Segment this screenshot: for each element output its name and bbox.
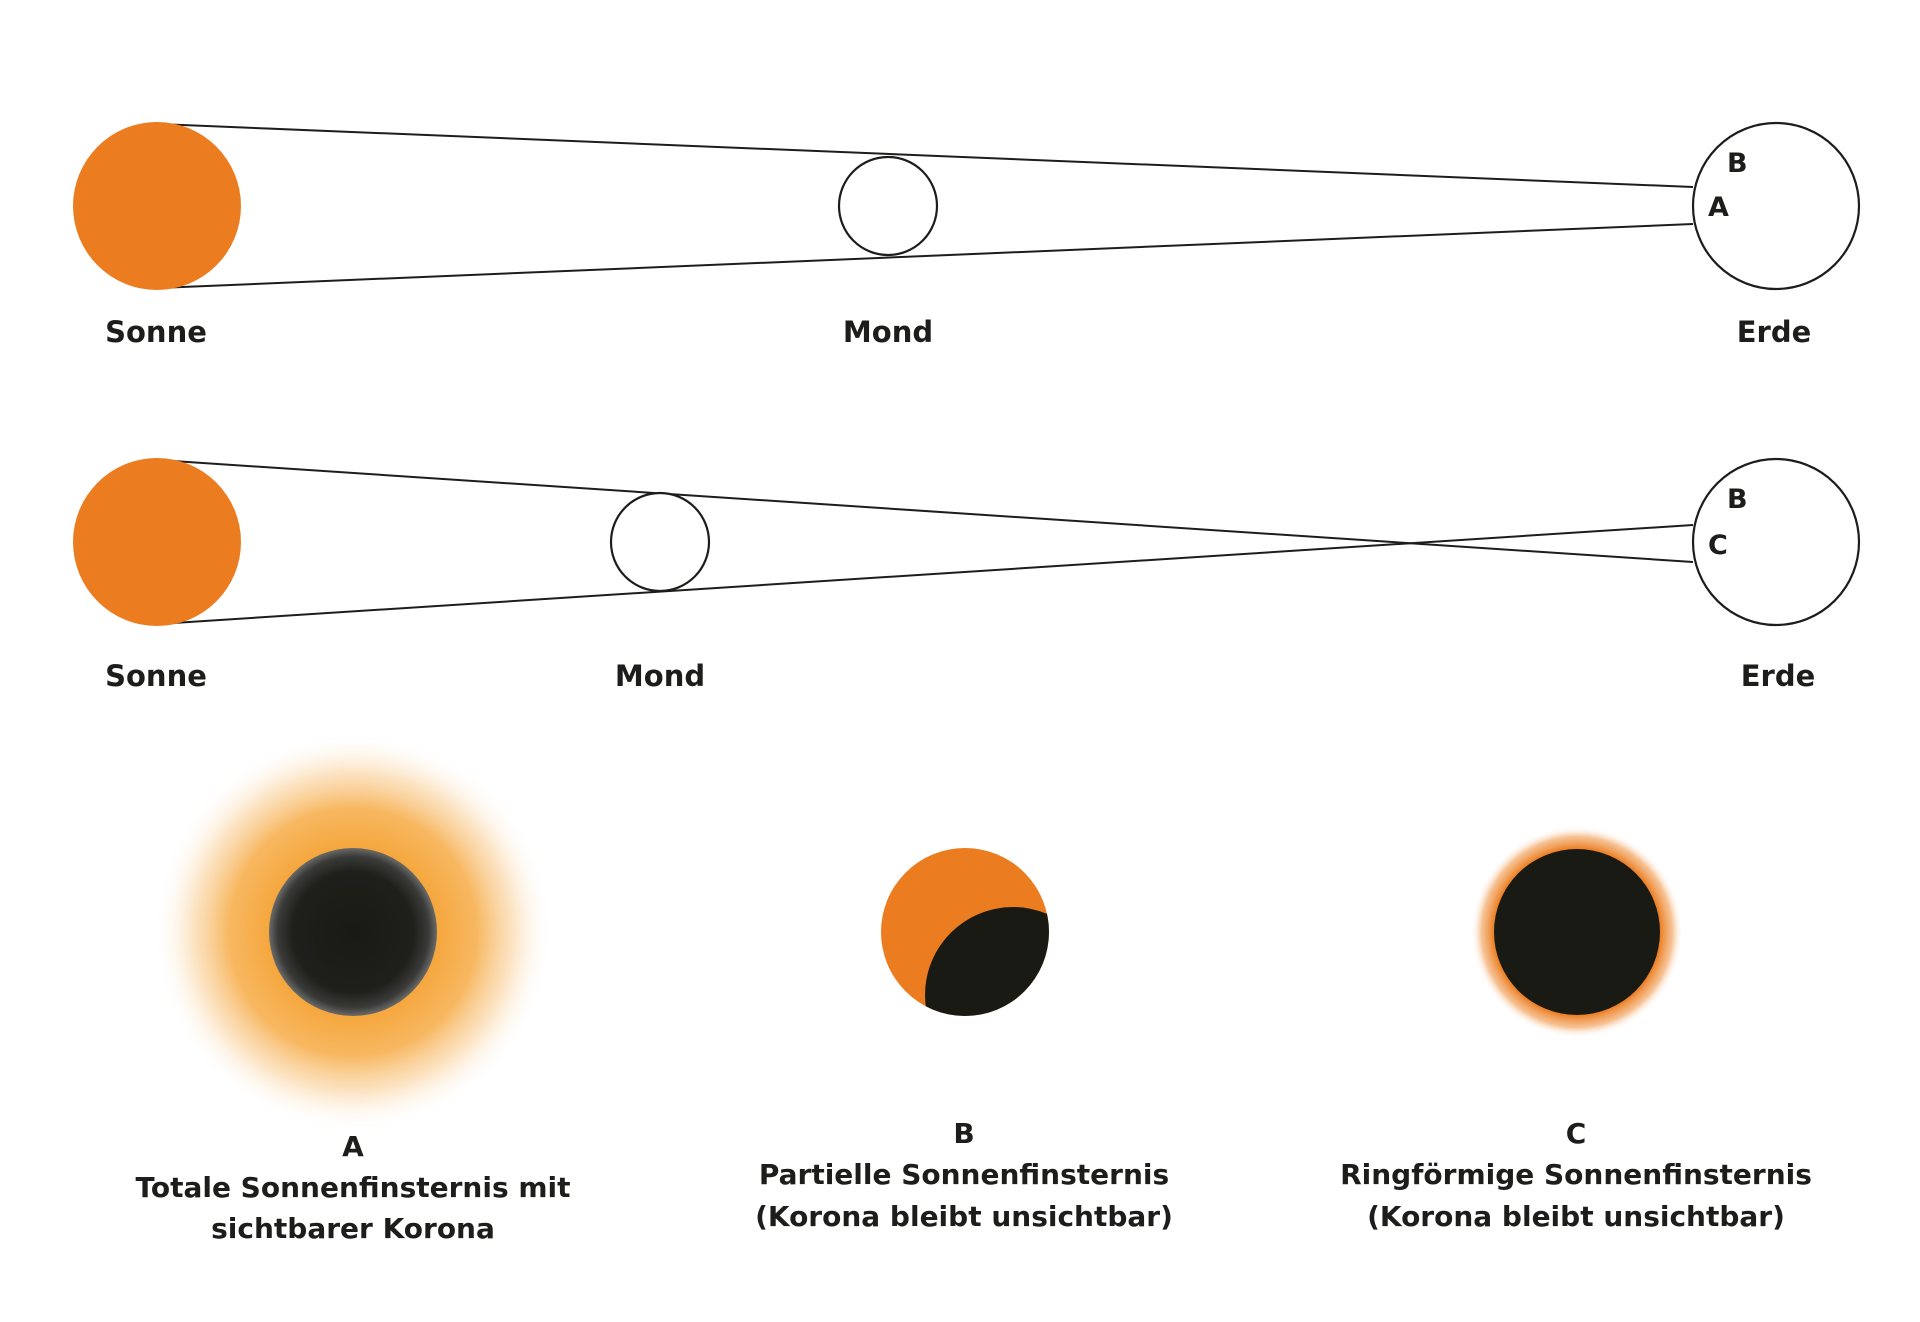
middle-row-geometry: B C Sonne Mond Erde [73,457,1861,693]
partial-moon-disc [925,907,1049,1016]
top-lower-ray [157,223,1694,289]
top-sun-label: Sonne [105,315,207,349]
total-moon-disc [269,848,437,1016]
top-earth [1691,121,1861,291]
eclipse-a-caption-line2: sichtbarer Korona [211,1212,495,1245]
middle-moon [609,491,711,593]
eclipse-a-letter: A [342,1130,364,1163]
middle-point-lower: C [1708,530,1728,561]
eclipse-b-caption-line2: (Korona bleibt unsichtbar) [755,1200,1173,1233]
middle-point-upper: B [1727,484,1748,515]
middle-moon-label: Mond [615,659,705,693]
eclipse-b-caption-line1: Partielle Sonnenfinsternis [759,1158,1169,1191]
eclipse-partial: B Partielle Sonnenfinsternis (Korona ble… [755,848,1173,1233]
eclipse-a-caption-line1: Totale Sonnenfinsternis mit [135,1171,570,1204]
top-upper-ray [157,123,1694,188]
top-moon-label: Mond [843,315,933,349]
eclipse-b-letter: B [953,1117,974,1150]
eclipse-c-letter: C [1566,1117,1587,1150]
middle-earth-label: Erde [1741,659,1816,693]
annular-moon-disc [1494,849,1660,1015]
eclipse-c-caption-line1: Ringförmige Sonnenfinsternis [1340,1158,1812,1191]
eclipse-total: A Totale Sonnenfinsternis mit sichtbarer… [135,732,571,1245]
middle-upper-ray [157,459,1694,563]
middle-sun [73,458,241,626]
top-sun [73,122,241,290]
middle-earth [1691,457,1861,627]
top-earth-label: Erde [1737,315,1812,349]
eclipse-annular: C Ringförmige Sonnenfinsternis (Korona b… [1340,826,1812,1233]
top-moon [837,155,939,257]
top-row-geometry: B A Sonne Mond Erde [73,121,1861,349]
top-point-lower: A [1708,192,1729,223]
top-point-upper: B [1727,148,1748,179]
middle-lower-ray [157,524,1694,625]
middle-sun-label: Sonne [105,659,207,693]
eclipse-c-caption-line2: (Korona bleibt unsichtbar) [1367,1200,1785,1233]
